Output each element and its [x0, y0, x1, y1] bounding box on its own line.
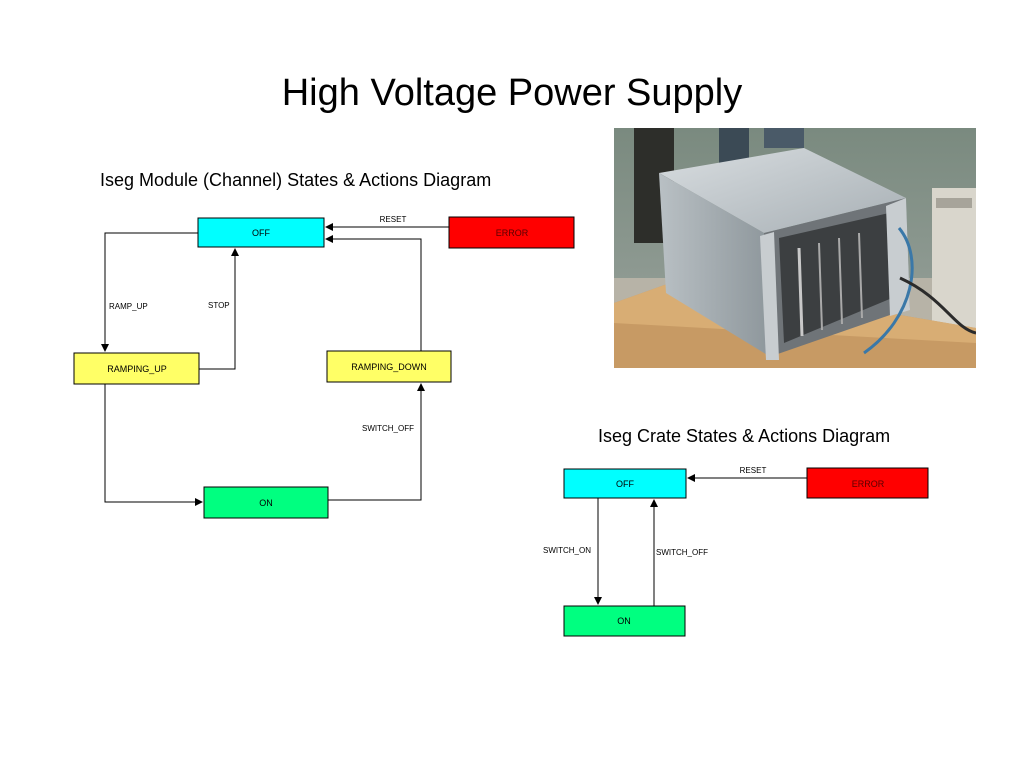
crate-action-switch-off-label: SWITCH_OFF	[656, 548, 708, 557]
crate-state-error: ERROR	[806, 467, 929, 499]
crate-diagram-caption: Iseg Crate States & Actions Diagram	[598, 426, 891, 446]
state-off: OFF	[197, 217, 325, 248]
state-ramping-down-label: RAMPING_DOWN	[351, 362, 427, 372]
crate-state-error-label: ERROR	[852, 479, 885, 489]
hv-crate-photo	[614, 128, 976, 368]
crate-state-off-label: OFF	[616, 479, 634, 489]
action-switch-off-label: SWITCH_OFF	[362, 424, 414, 433]
module-diagram-caption: Iseg Module (Channel) States & Actions D…	[100, 170, 492, 190]
crate-state-on: ON	[563, 605, 686, 637]
slide-title: High Voltage Power Supply	[281, 72, 743, 114]
state-on: ON	[203, 486, 329, 519]
module-connectors	[101, 223, 449, 506]
state-on-label: ON	[259, 498, 273, 508]
crate-action-switch-on-label: SWITCH_ON	[543, 546, 591, 555]
state-off-label: OFF	[252, 228, 270, 238]
crate-state-off: OFF	[563, 468, 687, 499]
action-stop-label: STOP	[208, 301, 230, 310]
state-error-label: ERROR	[496, 228, 529, 238]
crate-state-on-label: ON	[617, 616, 631, 626]
crate-connectors	[594, 474, 807, 606]
state-ramping-down: RAMPING_DOWN	[326, 350, 452, 383]
crate-action-reset-label: RESET	[740, 466, 767, 475]
state-error: ERROR	[448, 216, 575, 249]
action-ramp-up-label: RAMP_UP	[109, 302, 148, 311]
state-ramping-up-label: RAMPING_UP	[107, 364, 167, 374]
action-reset-label: RESET	[380, 215, 407, 224]
state-ramping-up: RAMPING_UP	[73, 352, 200, 385]
